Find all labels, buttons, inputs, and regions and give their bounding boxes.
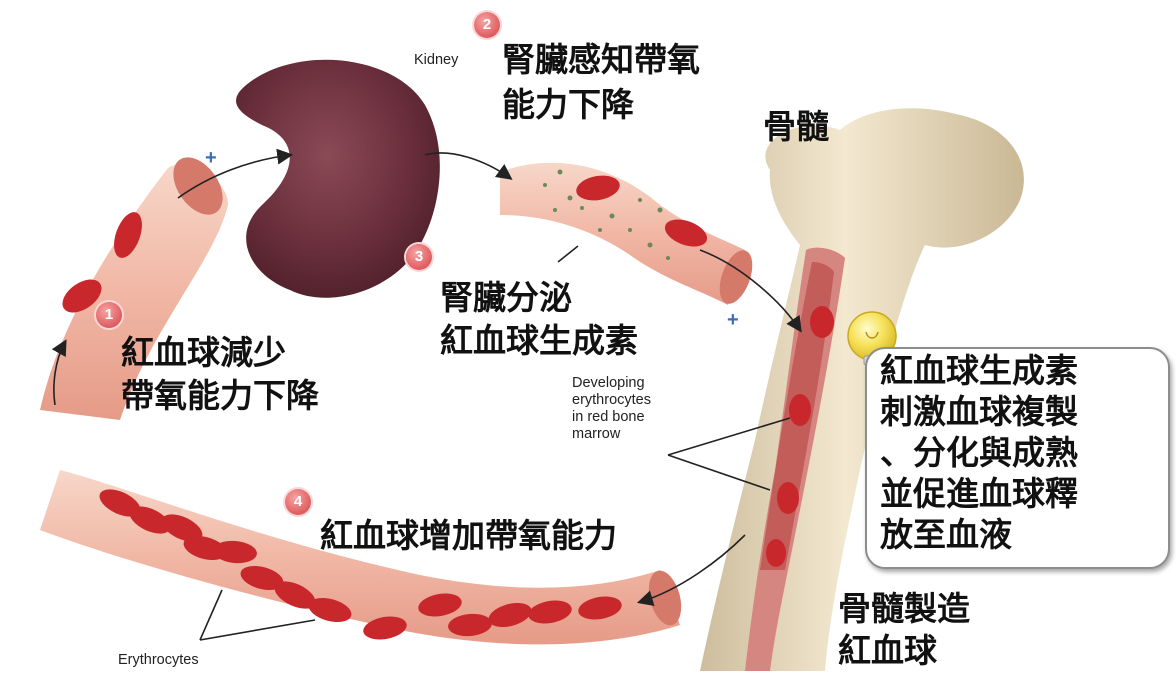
step-2-badge: 2 [474, 12, 500, 38]
kidney-secretes-label-2: 紅血球生成素 [440, 321, 638, 361]
bone-marrow-makes-label-2: 紅血球 [838, 631, 937, 671]
kidney-senses-label-2: 能力下降 [502, 85, 634, 125]
rbc-decrease-label: 紅血球減少 [121, 333, 286, 373]
callout-line: 並促進血球釋 [880, 473, 1078, 514]
kidney-senses-label: 腎臟感知帶氧 [502, 40, 700, 80]
developing-erythrocytes-label: Developing erythrocytes in red bone marr… [572, 375, 651, 443]
bone-marrow-makes-label: 骨髓製造 [838, 589, 970, 629]
callout-line: 刺激血球複製 [880, 391, 1078, 432]
kidney-secretes-label: 腎臟分泌 [440, 278, 572, 318]
rbc-increase-label: 紅血球增加帶氧能力 [320, 516, 617, 556]
callout-line: 、分化與成熟 [880, 432, 1078, 473]
rbc-decrease-label-2: 帶氧能力下降 [121, 376, 319, 416]
callout-line: 放至血液 [880, 514, 1078, 555]
plus-sign: + [727, 310, 739, 330]
callout-line: 紅血球生成素 [880, 350, 1078, 391]
bone-marrow-label: 骨髓 [763, 107, 829, 147]
step-1-badge: 1 [96, 302, 122, 328]
lower-vessel [40, 470, 687, 644]
erythrocytes-label: Erythrocytes [118, 652, 199, 669]
kidney-label: Kidney [414, 52, 458, 69]
step-4-badge: 4 [285, 489, 311, 515]
plus-sign: + [205, 148, 217, 168]
step-3-badge: 3 [406, 244, 432, 270]
callout-text: 紅血球生成素 刺激血球複製 、分化與成熟 並促進血球釋 放至血液 [880, 350, 1078, 555]
